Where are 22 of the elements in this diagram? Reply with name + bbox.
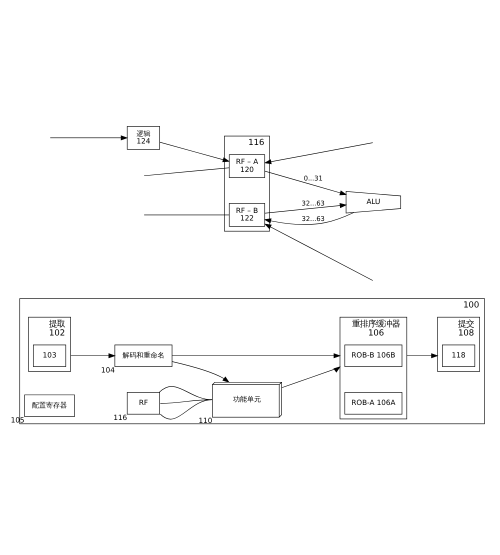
node-label: 108 <box>458 327 474 338</box>
arrow <box>70 353 116 358</box>
arrow <box>281 366 341 388</box>
arrow <box>50 135 128 140</box>
connector <box>158 386 213 400</box>
arrow <box>264 142 374 164</box>
connector <box>144 167 230 176</box>
cluster <box>224 136 270 232</box>
connector <box>144 214 230 216</box>
node-label: 106 <box>368 327 384 338</box>
node-label: 116 <box>248 137 264 148</box>
connector <box>160 399 213 420</box>
arrow <box>264 224 374 281</box>
arrow <box>264 170 348 196</box>
arrow <box>172 361 230 383</box>
node-label: 100 <box>463 300 480 310</box>
arrow <box>406 353 438 358</box>
arrow <box>172 353 341 358</box>
arrow <box>264 212 354 225</box>
node-label: 102 <box>49 327 66 338</box>
arrow <box>264 203 348 214</box>
arrow <box>160 142 230 162</box>
